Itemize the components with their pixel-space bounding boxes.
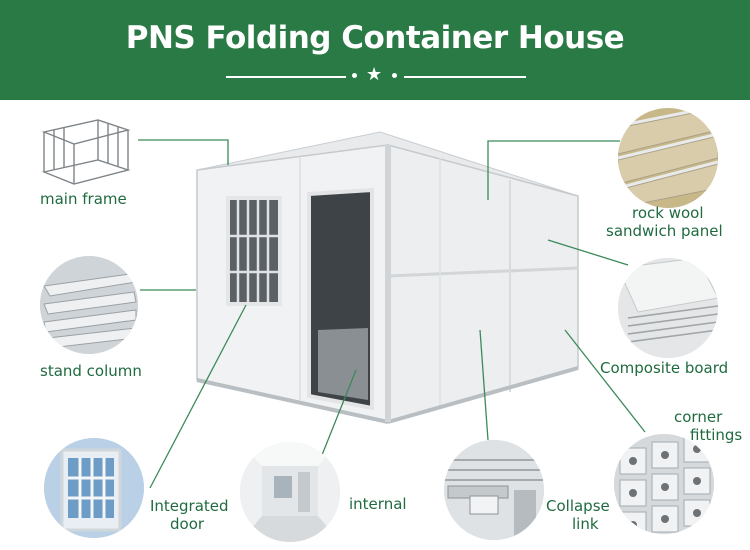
label-internal: internal: [349, 495, 407, 513]
composite-board-thumbnail: [618, 258, 718, 358]
integrated-door-thumbnail: [44, 438, 144, 538]
label-corner-fittings-line2: fittings: [690, 426, 743, 444]
label-collapse-link-line1: Collapse: [546, 497, 610, 515]
label-integrated-door-line1: Integrated: [150, 497, 229, 515]
collapse-link-thumbnail: [444, 440, 544, 540]
label-main-frame: main frame: [40, 190, 127, 208]
banner-dot-left: [352, 73, 357, 78]
star-icon: ★: [366, 64, 383, 84]
label-rock-wool-line2: sandwich panel: [606, 222, 723, 240]
page-title: PNS Folding Container House: [125, 20, 625, 56]
label-stand-column: stand column: [40, 362, 142, 380]
label-composite-board: Composite board: [600, 359, 729, 377]
label-rock-wool-line1: rock wool: [632, 204, 704, 222]
header-banner: PNS Folding Container House ★: [0, 0, 750, 100]
label-collapse-link-line2: link: [572, 515, 599, 533]
rock-wool-thumbnail: [618, 108, 718, 208]
label-corner-fittings-line1: corner: [674, 408, 723, 426]
banner-divider-left: [226, 76, 346, 78]
banner-dot-right: [392, 73, 397, 78]
banner-divider-right: [404, 76, 526, 78]
stand-column-thumbnail: [40, 256, 138, 354]
label-integrated-door-line2: door: [170, 515, 205, 533]
main-frame-thumbnail: [38, 112, 134, 192]
corner-fittings-thumbnail: [614, 434, 714, 534]
internal-thumbnail: [240, 442, 340, 542]
